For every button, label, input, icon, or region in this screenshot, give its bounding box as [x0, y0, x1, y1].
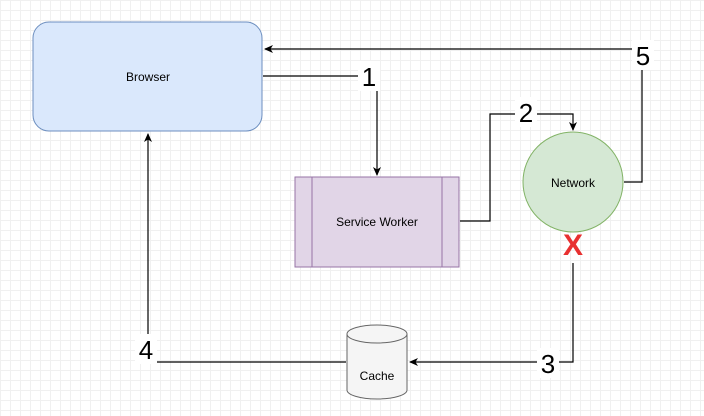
service-worker-box	[294, 176, 460, 268]
browser-label: Browser	[126, 70, 170, 84]
step-2-text: 2	[519, 98, 533, 128]
browser-box	[32, 21, 263, 132]
step-label-2: 2	[515, 97, 537, 128]
network-circle	[522, 131, 624, 233]
step-label-3: 3	[537, 348, 559, 379]
edge-network-to-cache	[409, 263, 574, 366]
step-4-text: 4	[139, 335, 153, 365]
step-label-5: 5	[632, 40, 654, 71]
step-label-4: 4	[135, 334, 157, 365]
step-5-text: 5	[636, 41, 650, 71]
step-label-1: 1	[358, 61, 380, 92]
network-label: Network	[551, 176, 596, 190]
cache-cylinder-top	[346, 324, 408, 344]
network-node[interactable]: Network	[522, 131, 624, 233]
service-worker-label: Service Worker	[336, 215, 418, 229]
step-1-text: 1	[362, 62, 376, 92]
network-failure-marker: X	[563, 229, 583, 262]
step-3-text: 3	[541, 349, 555, 379]
cache-node[interactable]: Cache	[346, 324, 408, 400]
edge-service-worker-to-network	[460, 113, 577, 222]
edge-network-to-browser	[264, 45, 643, 183]
cache-cylinder-body	[346, 334, 408, 400]
cache-label: Cache	[360, 369, 395, 383]
browser-node[interactable]: Browser	[32, 21, 263, 132]
service-worker-node[interactable]: Service Worker	[294, 176, 460, 268]
